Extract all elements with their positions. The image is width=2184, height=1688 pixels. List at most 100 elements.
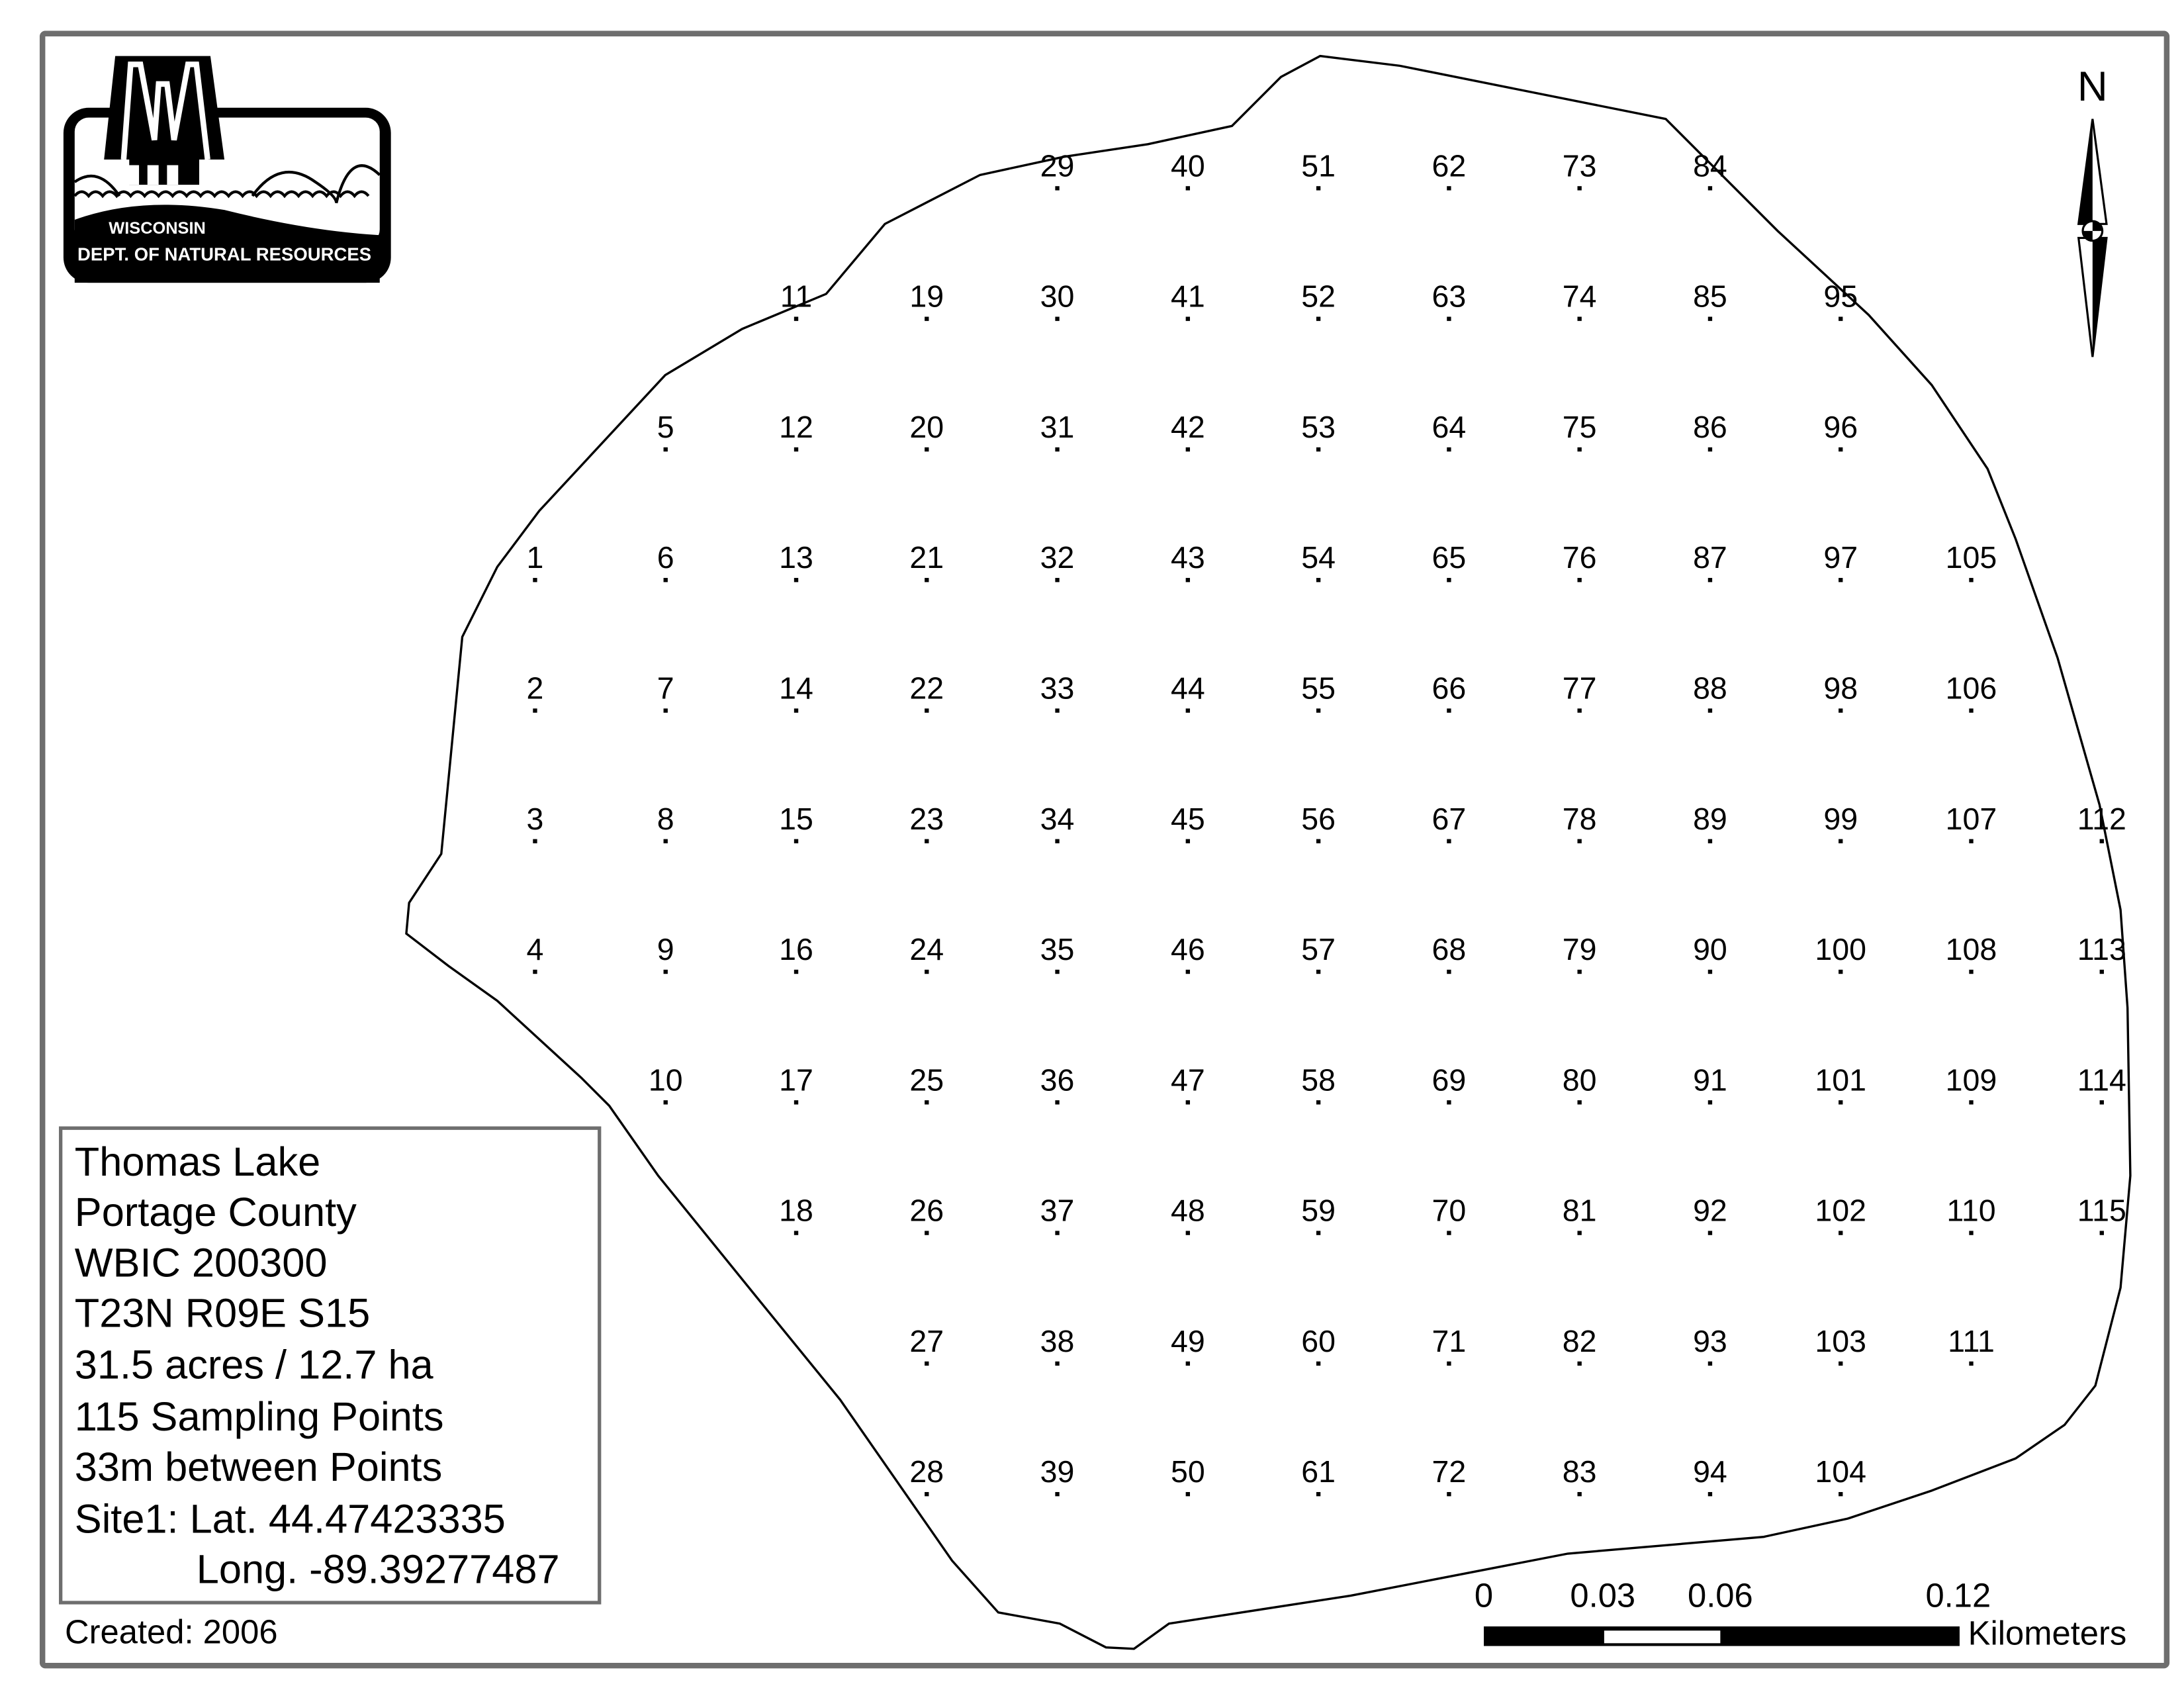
sampling-point-label: 37 [1040,1194,1075,1228]
area: 31.5 acres / 12.7 ha [75,1342,434,1387]
sampling-point-label: 43 [1171,540,1205,575]
sampling-point-marker [2099,969,2104,974]
sampling-point-label: 62 [1432,148,1467,183]
sampling-point-label: 114 [2077,1062,2126,1097]
sampling-point-marker [1969,1361,1974,1366]
sampling-point-marker [1707,1491,1713,1497]
sampling-point-marker [1447,969,1451,974]
sampling-point-marker [1577,708,1582,713]
sampling-point-label: 104 [1815,1454,1866,1489]
sampling-point-marker [1839,1491,1843,1497]
sampling-point-label: 85 [1693,279,1727,314]
sampling-point-marker [1185,578,1191,583]
sampling-point-marker [1185,447,1191,452]
sampling-point-label: 14 [779,671,813,706]
info-box: Thomas Lake Portage County WBIC 200300 T… [59,1126,602,1605]
sampling-point-marker [1447,1491,1451,1497]
sampling-point-marker [663,447,668,452]
sampling-point-marker [1055,708,1060,713]
sampling-point-label: 28 [909,1454,944,1489]
sampling-point-marker [1055,1361,1060,1366]
sampling-point-label: 96 [1823,410,1858,444]
sampling-point-marker [1969,969,1974,974]
sampling-point-label: 5 [657,410,674,444]
sampling-point-marker [1316,1100,1321,1105]
sampling-point-label: 27 [909,1324,944,1358]
sampling-point-marker [1969,708,1974,713]
sampling-point-marker [1316,447,1321,452]
sampling-point-marker [1839,839,1843,843]
wdnr-logo: WISCONSIN DEPT. OF NATURAL RESOURCES [63,56,391,283]
sampling-point-label: 115 [2077,1194,2126,1228]
sampling-point-label: 108 [1946,932,1997,966]
sampling-point-marker [1447,1100,1451,1105]
sampling-point-marker [1055,578,1060,583]
sampling-point-marker [1447,839,1451,843]
sampling-point-marker [794,1231,799,1235]
sampling-point-label: 50 [1171,1454,1205,1489]
sampling-point-marker [925,969,929,974]
sampling-point-label: 55 [1301,671,1336,706]
sampling-point-label: 19 [909,279,944,314]
sampling-point-marker [1055,1100,1060,1105]
sampling-point-label: 98 [1823,671,1858,706]
sampling-point-label: 42 [1171,410,1205,444]
sampling-point-marker [1316,578,1321,583]
sampling-point-label: 78 [1563,802,1597,836]
sampling-point-marker [1577,316,1582,321]
sampling-point-marker [663,1100,668,1105]
sampling-point-label: 53 [1301,410,1336,444]
sampling-point-marker [1839,1100,1843,1105]
sampling-point-label: 12 [779,410,813,444]
sampling-point-marker [1185,708,1191,713]
sampling-point-label: 109 [1946,1062,1997,1097]
sampling-point-marker [1707,839,1713,843]
sampling-point-marker [1969,1231,1974,1235]
sampling-point-marker [533,969,537,974]
sampling-point-label: 112 [2077,802,2126,836]
scale-tick-0: 0 [1475,1576,1493,1614]
sampling-point-label: 25 [909,1062,944,1097]
sampling-point-label: 58 [1301,1062,1336,1097]
sampling-point-marker [794,1100,799,1105]
sampling-point-label: 86 [1693,410,1727,444]
sampling-point-label: 38 [1040,1324,1075,1358]
sampling-point-marker [1316,708,1321,713]
sampling-point-label: 70 [1432,1194,1467,1228]
sampling-point-label: 35 [1040,932,1075,966]
sampling-point-label: 46 [1171,932,1205,966]
sampling-point-marker [1839,708,1843,713]
sampling-point-marker [1577,1231,1582,1235]
sampling-point-marker [1839,447,1843,452]
sampling-point-marker [1707,316,1713,321]
sampling-point-marker [663,578,668,583]
sampling-point-marker [1969,578,1974,583]
sampling-point-label: 110 [1946,1194,1995,1228]
sampling-point-label: 93 [1693,1324,1727,1358]
sampling-point-marker [1707,969,1713,974]
scale-tick-2: 0.06 [1688,1576,1753,1614]
sampling-point-label: 10 [649,1062,683,1097]
sampling-point-marker [1316,316,1321,321]
sampling-point-marker [1707,1231,1713,1235]
sampling-point-marker [925,708,929,713]
scale-bar: 0 0.03 0.06 0.12 Kilometers [1475,1576,2126,1652]
sampling-point-marker [1055,447,1060,452]
sampling-point-label: 101 [1815,1062,1866,1097]
township-range-section: T23N R09E S15 [75,1289,370,1335]
sampling-point-label: 102 [1815,1194,1866,1228]
sampling-point-label: 84 [1693,148,1727,183]
sampling-point-marker [925,1491,929,1497]
sampling-point-marker [2099,839,2104,843]
sampling-point-marker [1707,708,1713,713]
sampling-point-marker [1316,1231,1321,1235]
sampling-point-marker [794,969,799,974]
sampling-point-marker [1577,1361,1582,1366]
sampling-point-label: 99 [1823,802,1858,836]
sampling-point-label: 44 [1171,671,1205,706]
sampling-point-label: 45 [1171,802,1205,836]
sampling-point-marker [1447,1361,1451,1366]
sampling-point-marker [1707,186,1713,191]
sampling-point-label: 100 [1815,932,1866,966]
